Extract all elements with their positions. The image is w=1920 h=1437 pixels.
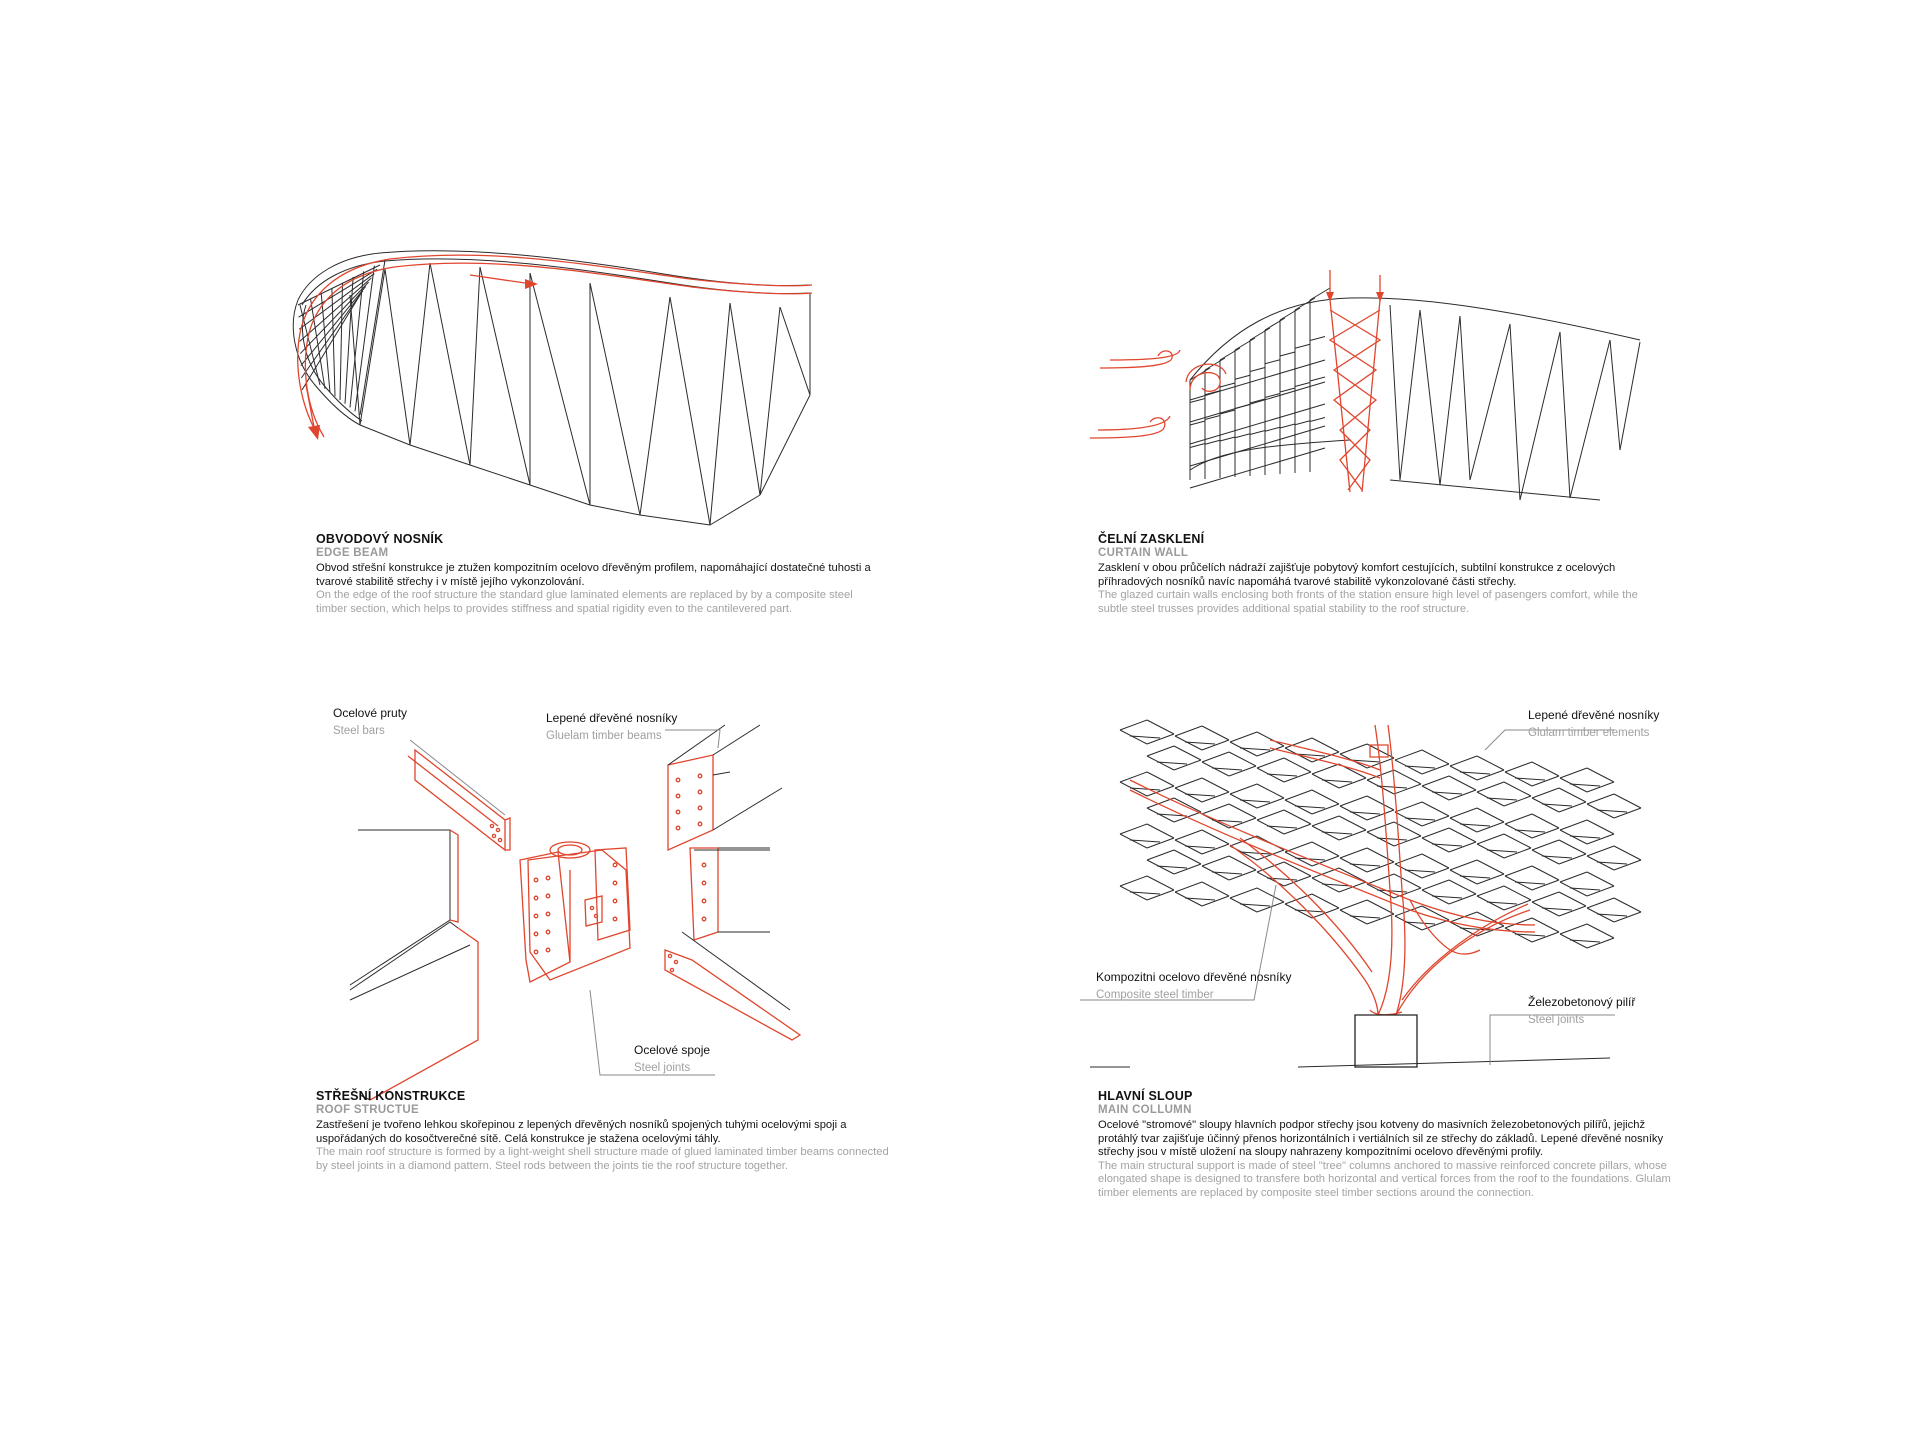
mc-composite-label-cz: Kompozitni ocelovo dřevěné nosníky <box>1096 970 1292 984</box>
edge-beam-truss <box>350 263 810 525</box>
mc-composite-label-en: Composite steel timber <box>1096 989 1214 1001</box>
main-column-text-en: The main structural support is made of s… <box>1098 1159 1671 1199</box>
edge-beam-red-profile <box>298 255 812 440</box>
curtain-wall-diagram <box>1090 270 1650 540</box>
steel-bars-label-en: Steel bars <box>333 725 385 737</box>
steel-joints-label: Ocelové spoje Steel joints <box>634 1043 710 1076</box>
roof-structure-title: STŘEŠNÍ KONSTRUKCE <box>316 1089 466 1103</box>
edge-beam-title: OBVODOVÝ NOSNÍK <box>316 532 444 546</box>
mc-glulam-label: Lepené dřevěné nosníky Glulam timber ele… <box>1528 708 1659 741</box>
gluelam-beams-label-cz: Lepené dřevěné nosníky <box>546 711 678 725</box>
roof-diamond-grid <box>1120 720 1641 948</box>
curtain-wall-subtitle: CURTAIN WALL <box>1098 547 1189 559</box>
mc-composite-label: Kompozitni ocelovo dřevěné nosníky Compo… <box>1096 970 1291 1003</box>
mc-glulam-label-cz: Lepené dřevěné nosníky <box>1528 708 1660 722</box>
edge-beam-diagram <box>290 245 830 535</box>
curtain-wall-title: ČELNÍ ZASKLENÍ <box>1098 532 1205 546</box>
main-column-subtitle: MAIN COLLUMN <box>1098 1104 1192 1116</box>
curtain-wall-text-cz: Zasklení v obou průčelích nádraží zajišť… <box>1098 562 1616 588</box>
steel-joints-label-en: Steel joints <box>634 1062 691 1074</box>
steel-bars <box>408 740 510 850</box>
main-column-callout-lines <box>1080 730 1615 1065</box>
main-column-diagram <box>1090 710 1650 1090</box>
edge-beam-subtitle: EDGE BEAM <box>316 547 389 559</box>
main-column-title: HLAVNÍ SLOUP <box>1098 1089 1193 1103</box>
mc-glulam-label-en: Glulam timber elements <box>1528 727 1650 739</box>
steel-bars-label: Ocelové pruty Steel bars <box>333 706 407 739</box>
central-joint <box>520 842 630 982</box>
main-column-text-cz: Ocelové "stromové" sloupy hlavních podpo… <box>1098 1119 1664 1159</box>
edge-beam-text-en: On the edge of the roof structure the st… <box>316 589 853 615</box>
curtain-wall-caption: ČELNÍ ZASKLENÍ CURTAIN WALL Zasklení v o… <box>1098 532 1698 616</box>
steel-joints-label-cz: Ocelové spoje <box>634 1043 711 1057</box>
wind-swirls <box>1090 350 1226 438</box>
mc-pillar-label-cz: Železobetonový pilíř <box>1528 995 1636 1009</box>
roof-structure-text-en: The main roof structure is formed by a l… <box>316 1146 889 1172</box>
curtain-wall-red-truss <box>1326 270 1384 492</box>
concrete-pillar <box>1090 1015 1610 1067</box>
right-timber-beams <box>665 725 800 1040</box>
steel-bars-label-cz: Ocelové pruty <box>333 706 408 720</box>
edge-beam-text-cz: Obvod střešní konstrukce je ztužen kompo… <box>316 562 871 588</box>
composite-beams-red <box>1130 740 1535 932</box>
tree-column <box>1230 725 1530 1015</box>
edge-beam-shell <box>293 251 810 425</box>
curtain-wall-grid <box>1190 288 1640 500</box>
gluelam-beams-label-en: Gluelam timber beams <box>546 730 662 742</box>
mc-pillar-label: Železobetonový pilíř Steel joints <box>1528 995 1635 1028</box>
roof-structure-diagram <box>330 700 810 1100</box>
mc-pillar-label-en: Steel joints <box>1528 1014 1585 1026</box>
roof-structure-text-cz: Zastřešení je tvořeno lehkou skořepinou … <box>316 1119 847 1145</box>
main-column-caption: HLAVNÍ SLOUP MAIN COLLUMN Ocelové "strom… <box>1098 1089 1698 1201</box>
roof-structure-caption: STŘEŠNÍ KONSTRUKCE ROOF STRUCTUE Zastřeš… <box>316 1089 916 1173</box>
gluelam-beams-label: Lepené dřevěné nosníky Gluelam timber be… <box>546 711 677 744</box>
left-timber-beams <box>350 830 478 1100</box>
curtain-wall-text-en: The glazed curtain walls enclosing both … <box>1098 589 1638 615</box>
roof-structure-subtitle: ROOF STRUCTUE <box>316 1104 419 1116</box>
roof-callout-lines <box>590 730 720 1075</box>
edge-beam-caption: OBVODOVÝ NOSNÍK EDGE BEAM Obvod střešní … <box>316 532 916 616</box>
